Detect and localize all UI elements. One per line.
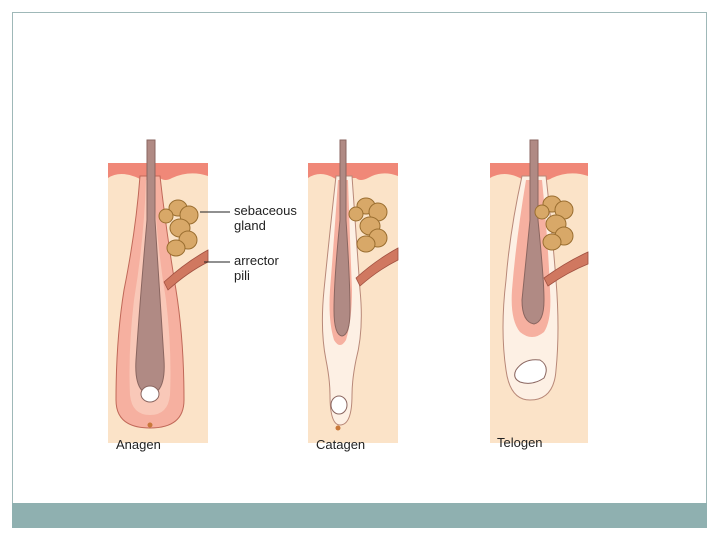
sebaceous-label-line1: sebaceous <box>234 203 297 218</box>
stage-label-telogen: Telogen <box>497 435 543 450</box>
catagen-panel <box>308 140 398 443</box>
anagen-panel <box>108 140 208 443</box>
stage-label-catagen: Catagen <box>316 437 365 452</box>
arrector-label-line2: pili <box>234 268 250 283</box>
anagen-papilla-dot <box>148 423 153 428</box>
sebaceous-label-line2: gland <box>234 218 266 233</box>
catagen-papilla-dot <box>336 426 341 431</box>
telogen-panel <box>490 140 588 443</box>
catagen-dermal-papilla <box>331 396 347 414</box>
arrector-label-line1: arrector <box>234 253 279 268</box>
stage-label-anagen: Anagen <box>116 437 161 452</box>
footer-band <box>12 503 707 528</box>
anagen-dermal-papilla <box>141 386 159 402</box>
